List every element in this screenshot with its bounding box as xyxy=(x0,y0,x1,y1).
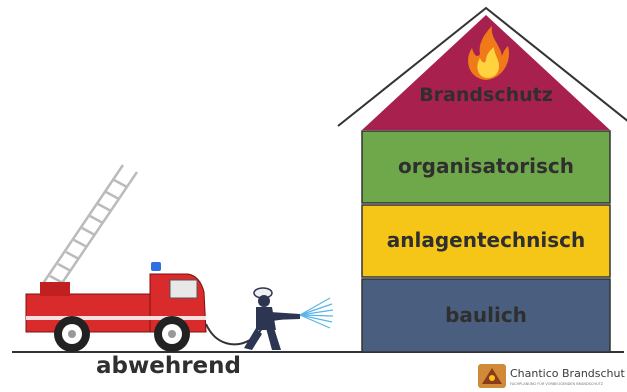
firefighter xyxy=(244,287,300,350)
wheel-front xyxy=(154,316,190,352)
siren xyxy=(151,262,161,271)
layer-label-anlagentechnisch: anlagentechnisch xyxy=(386,228,586,252)
house xyxy=(337,6,627,353)
layer-baulich xyxy=(361,278,611,353)
logo-tagline: FACHPLANUNG FÜR VORBEUGENDEN BRANDSCHUTZ xyxy=(510,382,604,386)
layer-label-baulich: baulich xyxy=(445,303,527,327)
roof-label: Brandschutz xyxy=(419,84,553,106)
fire-department-label: abwehrend xyxy=(96,353,241,379)
flame-icon xyxy=(468,26,510,80)
wheel-rear xyxy=(54,316,90,352)
ladder xyxy=(40,164,139,293)
roof-outline xyxy=(337,6,627,127)
logo-name: Chantico Brandschut xyxy=(510,367,625,380)
fire-truck xyxy=(25,164,207,352)
layer-organisatorisch xyxy=(361,130,611,204)
layer-anlagentechnisch xyxy=(361,204,611,278)
chantico-logo-icon xyxy=(478,364,506,388)
layer-label-organisatorisch: organisatorisch xyxy=(398,154,574,178)
water-spray xyxy=(299,297,334,329)
cab-window xyxy=(169,279,198,299)
